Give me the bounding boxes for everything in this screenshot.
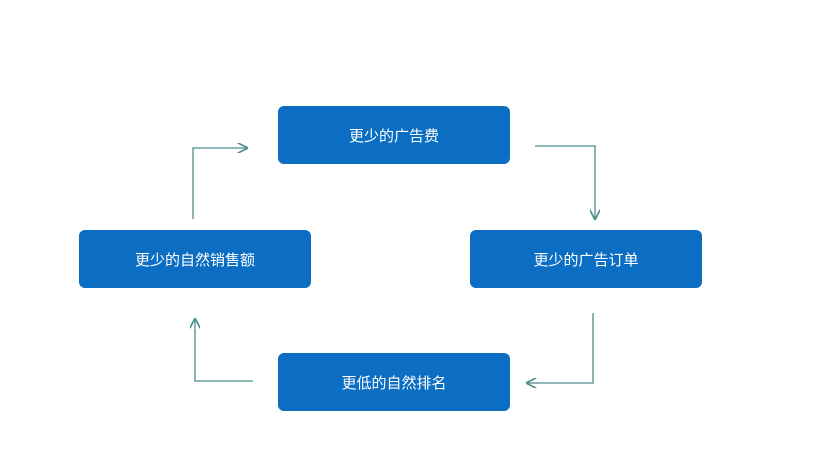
node-label: 更低的自然排名 (341, 373, 447, 392)
arrow-bottom-to-left (195, 319, 253, 382)
node-less-ad-orders: 更少的广告订单 (470, 230, 702, 288)
arrow-left-to-top (192, 148, 247, 219)
arrow-right-to-bottom (527, 313, 594, 383)
node-less-organic-sales: 更少的自然销售额 (79, 230, 311, 288)
node-less-ad-spend: 更少的广告费 (278, 106, 510, 164)
arrow-top-to-right (535, 145, 595, 219)
node-label: 更少的广告订单 (533, 250, 639, 269)
node-lower-organic-rank: 更低的自然排名 (278, 353, 510, 411)
node-label: 更少的广告费 (348, 126, 439, 145)
node-label: 更少的自然销售额 (134, 250, 255, 269)
